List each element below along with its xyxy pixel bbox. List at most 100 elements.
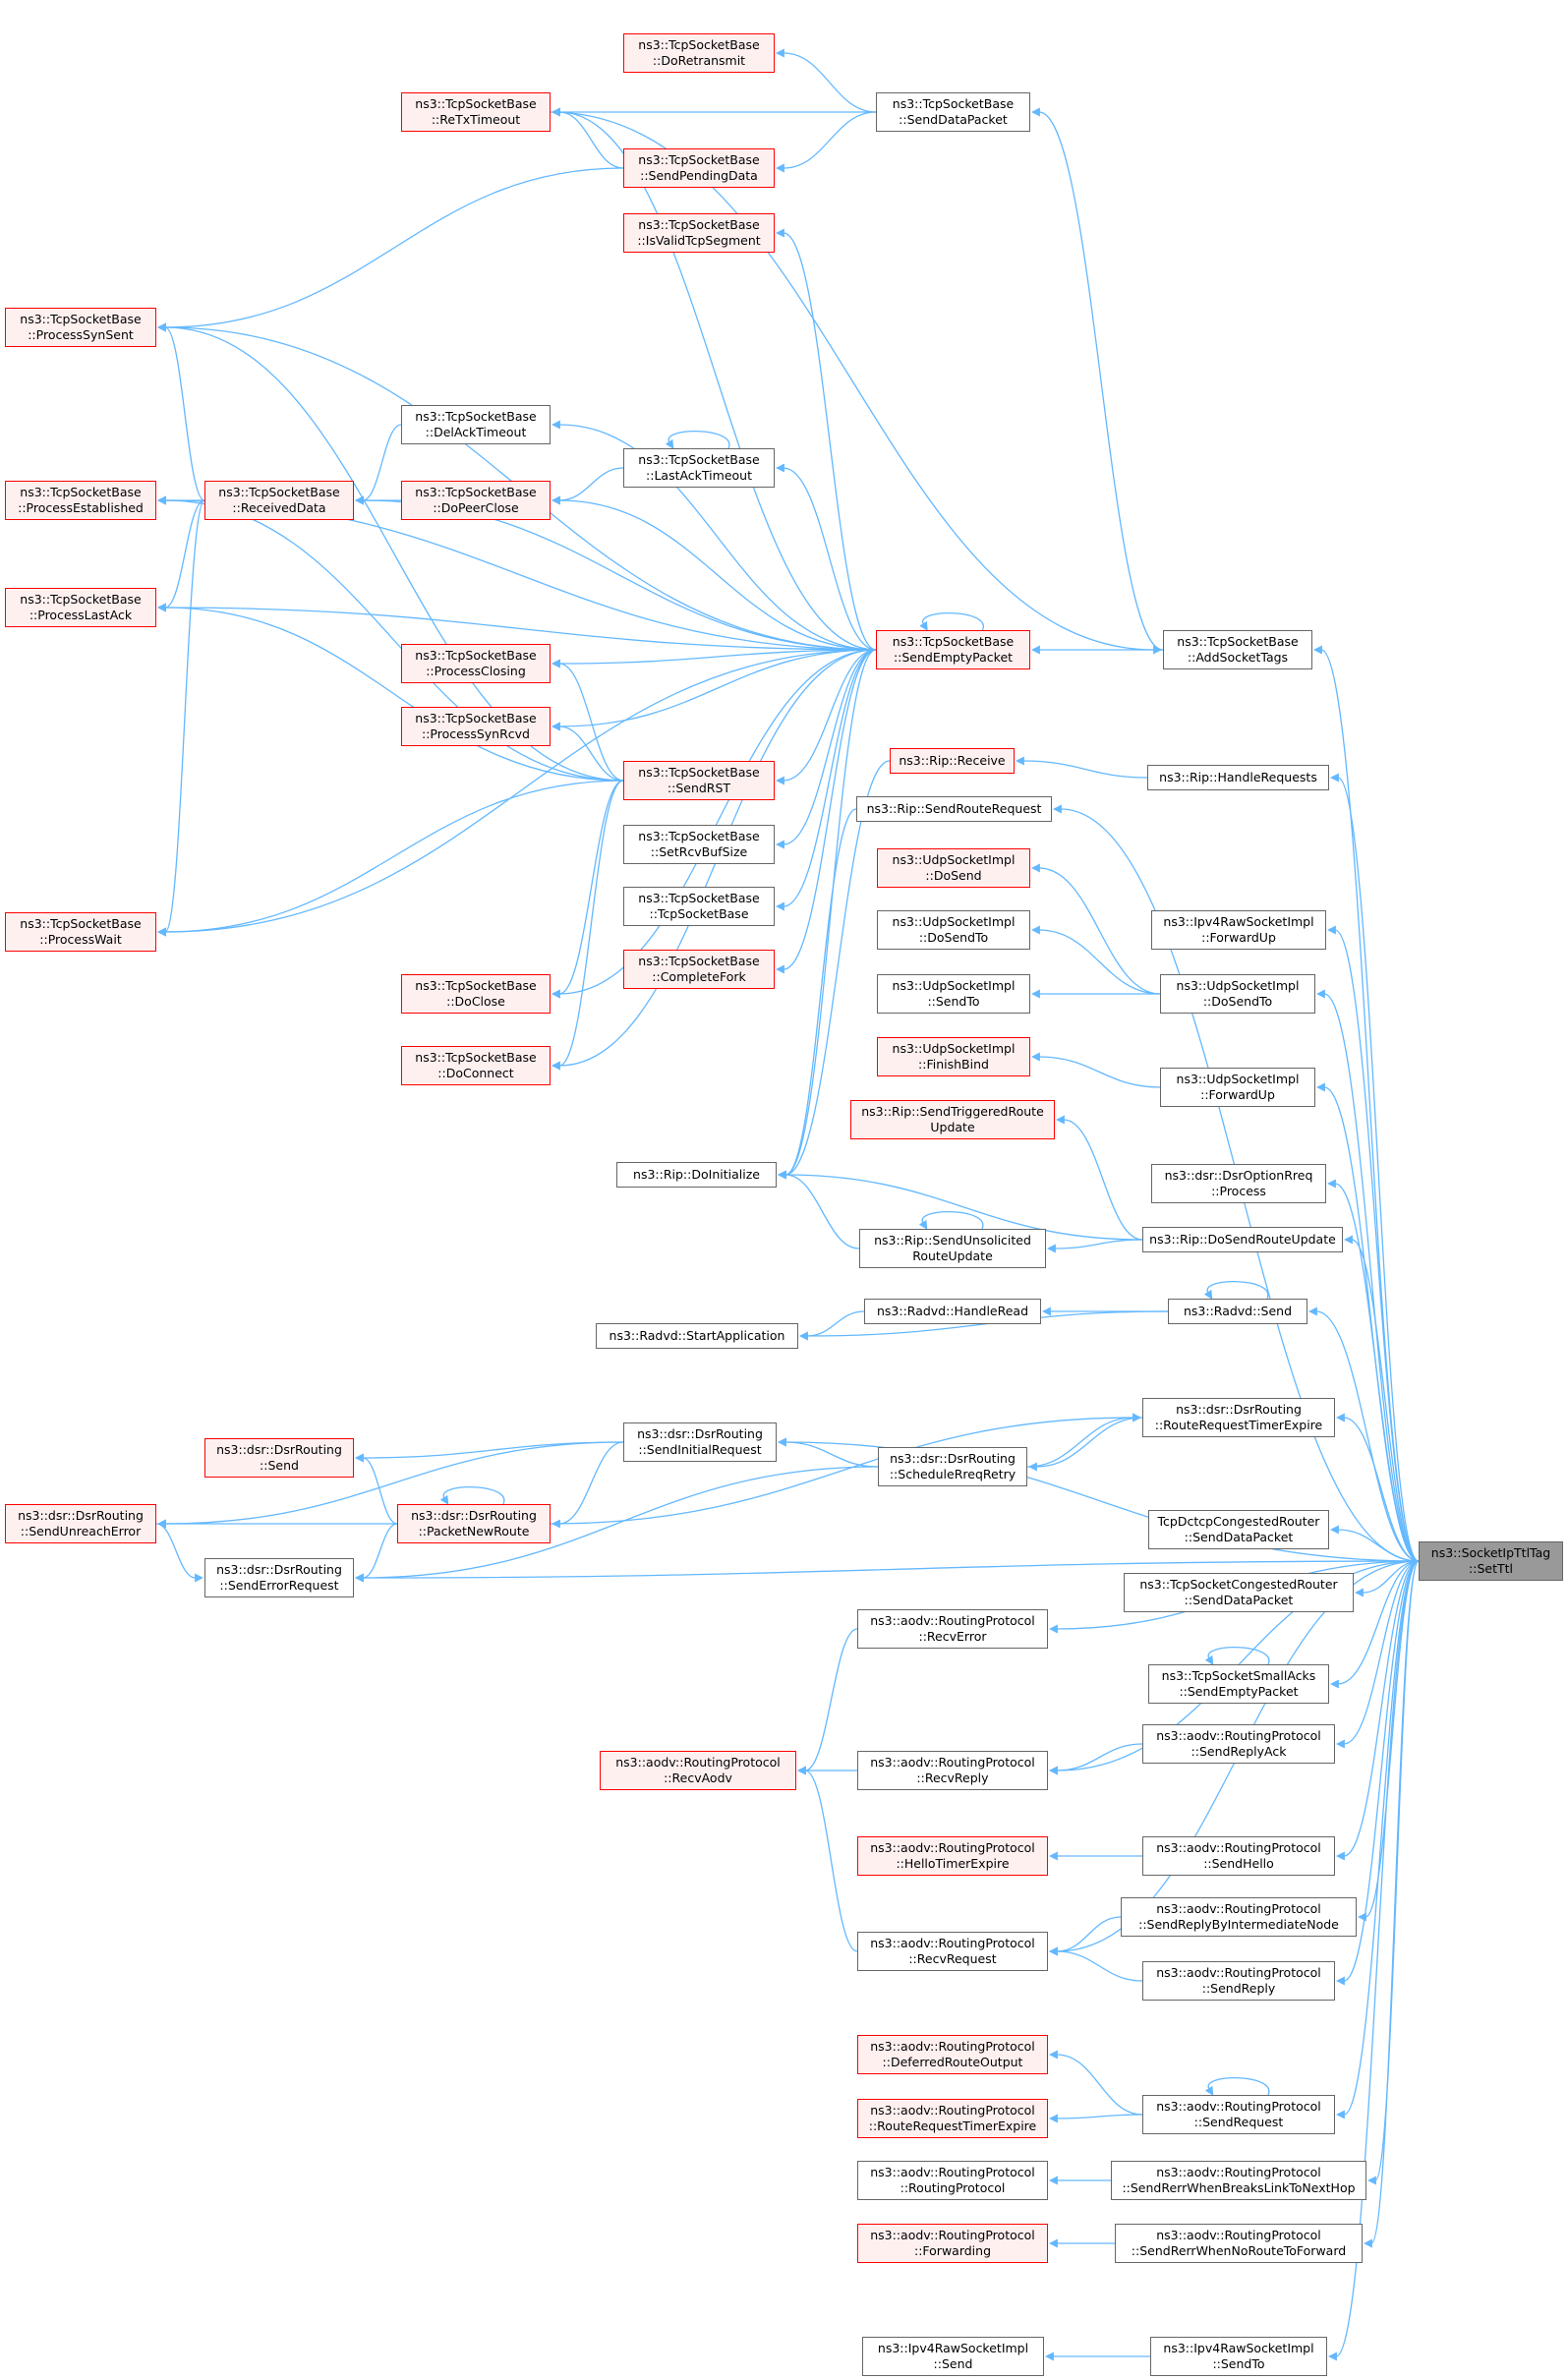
node-tcpsocketbase-processwait[interactable]: ns3::TcpSocketBase::ProcessWait xyxy=(5,912,156,952)
node-ipv4rawsocketimpl-send[interactable]: ns3::Ipv4RawSocketImpl::Send xyxy=(862,2337,1044,2376)
node-tcpsocketbase-doclose[interactable]: ns3::TcpSocketBase::DoClose xyxy=(401,974,551,1014)
node-aodv-recvaodv[interactable]: ns3::aodv::RoutingProtocol::RecvAodv xyxy=(600,1751,796,1790)
node-udpsocketimpl-sendto[interactable]: ns3::UdpSocketImpl::SendTo xyxy=(877,974,1030,1014)
node-label-line1: ns3::TcpSocketBase xyxy=(415,711,537,726)
node-rip-receive[interactable]: ns3::Rip::Receive xyxy=(890,748,1015,774)
node-aodv-deferredrouteoutput[interactable]: ns3::aodv::RoutingProtocol::DeferredRout… xyxy=(857,2035,1048,2074)
node-rip-sendrouterequest[interactable]: ns3::Rip::SendRouteRequest xyxy=(856,796,1052,822)
node-dsrrouting-send[interactable]: ns3::dsr::DsrRouting::Send xyxy=(204,1438,354,1478)
call-edge xyxy=(777,1170,860,1249)
call-edge xyxy=(919,612,984,631)
node-tcpsocketbase-isvalidtcpsegment[interactable]: ns3::TcpSocketBase::IsValidTcpSegment xyxy=(623,213,775,253)
call-edge xyxy=(1343,1235,1420,1562)
node-aodv-routingprotocol[interactable]: ns3::aodv::RoutingProtocol::RoutingProto… xyxy=(857,2161,1048,2200)
node-aodv-recvrequest[interactable]: ns3::aodv::RoutingProtocol::RecvRequest xyxy=(857,1932,1048,1971)
node-dsrrouting-sendinitialrequest[interactable]: ns3::dsr::DsrRouting::SendInitialRequest xyxy=(623,1422,777,1462)
node-tcpsocketbase-ctor[interactable]: ns3::TcpSocketBase::TcpSocketBase xyxy=(623,887,775,926)
node-tcpsocketbase-setrcvbufsize[interactable]: ns3::TcpSocketBase::SetRcvBufSize xyxy=(623,825,775,864)
call-edge xyxy=(775,649,877,849)
node-tcpsocketbase-lastacktimeout[interactable]: ns3::TcpSocketBase::LastAckTimeout xyxy=(623,448,775,488)
node-tcpsocketbase-dopeerclose[interactable]: ns3::TcpSocketBase::DoPeerClose xyxy=(401,481,551,520)
node-tcpsocketbase-receiveddata[interactable]: ns3::TcpSocketBase::ReceivedData xyxy=(204,481,354,520)
node-dsrrouting-senderrorrequest[interactable]: ns3::dsr::DsrRouting::SendErrorRequest xyxy=(204,1558,354,1597)
call-edge xyxy=(551,649,877,999)
node-tcpsocketbase-sendpendingdata[interactable]: ns3::TcpSocketBase::SendPendingData xyxy=(623,148,775,188)
node-socketipttltag-setttl[interactable]: ns3::SocketIpTtlTag::SetTtl xyxy=(1419,1541,1563,1581)
node-tcpsocketbase-doconnect[interactable]: ns3::TcpSocketBase::DoConnect xyxy=(401,1046,551,1085)
node-tcpsocketbase-completefork[interactable]: ns3::TcpSocketBase::CompleteFork xyxy=(623,950,775,989)
node-label-line1: ns3::aodv::RoutingProtocol xyxy=(870,2103,1035,2118)
node-label-line2: ::DelAckTimeout xyxy=(425,425,527,439)
node-aodv-sendreply[interactable]: ns3::aodv::RoutingProtocol::SendReply xyxy=(1142,1961,1335,2001)
node-aodv-forwarding[interactable]: ns3::aodv::RoutingProtocol::Forwarding xyxy=(857,2224,1048,2263)
node-aodv-sendrequest[interactable]: ns3::aodv::RoutingProtocol::SendRequest xyxy=(1142,2095,1335,2134)
node-aodv-hellotimerexpire[interactable]: ns3::aodv::RoutingProtocol::HelloTimerEx… xyxy=(857,1836,1048,1876)
node-label-line1: ns3::Rip::DoInitialize xyxy=(633,1167,760,1182)
node-aodv-sendreplybyintermediatenode[interactable]: ns3::aodv::RoutingProtocol::SendReplyByI… xyxy=(1121,1897,1357,1937)
node-label-line1: ns3::dsr::DsrRouting xyxy=(216,1562,342,1577)
call-edge xyxy=(1055,1115,1143,1241)
node-label-line1: ns3::Rip::DoSendRouteUpdate xyxy=(1149,1232,1336,1247)
node-tcpsocketbase-retxtimeout[interactable]: ns3::TcpSocketBase::ReTxTimeout xyxy=(401,92,551,132)
node-tcpsocketsmallacks-sendemptypacket[interactable]: ns3::TcpSocketSmallAcks::SendEmptyPacket xyxy=(1148,1664,1329,1704)
node-tcpsocketcongestedrouter-senddatapacket[interactable]: ns3::TcpSocketCongestedRouter::SendDataP… xyxy=(1124,1573,1354,1612)
node-label-line1: ns3::dsr::DsrRouting xyxy=(1176,1402,1302,1417)
node-dsroptionrreq-process[interactable]: ns3::dsr::DsrOptionRreq::Process xyxy=(1151,1164,1326,1203)
node-dsrrouting-routerequesttimerexpire[interactable]: ns3::dsr::DsrRouting::RouteRequestTimerE… xyxy=(1142,1398,1335,1437)
node-tcpsocketbase-addsockettags[interactable]: ns3::TcpSocketBase::AddSocketTags xyxy=(1163,630,1312,669)
node-aodv-sendrerrwhenbreakslinktonexthop[interactable]: ns3::aodv::RoutingProtocol::SendRerrWhen… xyxy=(1111,2161,1366,2200)
node-tcpsocketbase-processsynrcvd[interactable]: ns3::TcpSocketBase::ProcessSynRcvd xyxy=(401,707,551,746)
node-label-line1: ns3::Rip::SendTriggeredRoute xyxy=(861,1104,1044,1119)
node-dsrrouting-packetnewroute[interactable]: ns3::dsr::DsrRouting::PacketNewRoute xyxy=(397,1504,551,1543)
node-label-line1: ns3::aodv::RoutingProtocol xyxy=(1156,1728,1321,1743)
node-aodv-routerequesttimerexpire[interactable]: ns3::aodv::RoutingProtocol::RouteRequest… xyxy=(857,2099,1048,2138)
node-tcpsocketbase-sendrst[interactable]: ns3::TcpSocketBase::SendRST xyxy=(623,761,775,800)
node-tcpsocketbase-processlastack[interactable]: ns3::TcpSocketBase::ProcessLastAck xyxy=(5,588,156,627)
node-udpsocketimpl-dosendto-caller[interactable]: ns3::UdpSocketImpl::DoSendTo xyxy=(877,910,1030,950)
node-dsrrouting-sendunreacherror[interactable]: ns3::dsr::DsrRouting::SendUnreachError xyxy=(5,1504,156,1543)
node-udpsocketimpl-dosend[interactable]: ns3::UdpSocketImpl::DoSend xyxy=(877,848,1030,888)
call-edge xyxy=(798,1310,865,1341)
node-aodv-recverror[interactable]: ns3::aodv::RoutingProtocol::RecvError xyxy=(857,1609,1048,1649)
node-radvd-handleread[interactable]: ns3::Radvd::HandleRead xyxy=(864,1299,1041,1324)
node-label-line2: ::SendHello xyxy=(1203,1856,1274,1871)
node-label-line1: ns3::dsr::DsrRouting xyxy=(637,1426,763,1441)
node-udpsocketimpl-dosendto[interactable]: ns3::UdpSocketImpl::DoSendTo xyxy=(1160,974,1315,1014)
node-radvd-send[interactable]: ns3::Radvd::Send xyxy=(1168,1299,1307,1324)
node-rip-doinitialize[interactable]: ns3::Rip::DoInitialize xyxy=(616,1162,777,1188)
node-tcpsocketbase-doretransmit[interactable]: ns3::TcpSocketBase::DoRetransmit xyxy=(623,33,775,73)
node-tcpdctcpcongestedrouter-senddatapacket[interactable]: TcpDctcpCongestedRouter::SendDataPacket xyxy=(1148,1510,1329,1549)
node-tcpsocketbase-sendemptypacket[interactable]: ns3::TcpSocketBase::SendEmptyPacket xyxy=(876,630,1030,669)
node-tcpsocketbase-processestablished[interactable]: ns3::TcpSocketBase::ProcessEstablished xyxy=(5,481,156,520)
node-udpsocketimpl-finishbind[interactable]: ns3::UdpSocketImpl::FinishBind xyxy=(877,1037,1030,1076)
node-aodv-recvreply[interactable]: ns3::aodv::RoutingProtocol::RecvReply xyxy=(857,1751,1048,1790)
node-ipv4rawsocketimpl-forwardup[interactable]: ns3::Ipv4RawSocketImpl::ForwardUp xyxy=(1151,910,1326,950)
node-label-line2: ::SendDataPacket xyxy=(1184,1593,1294,1607)
node-rip-handlerequests[interactable]: ns3::Rip::HandleRequests xyxy=(1147,765,1329,790)
node-tcpsocketbase-processsynsent[interactable]: ns3::TcpSocketBase::ProcessSynSent xyxy=(5,308,156,347)
node-aodv-sendreplyack[interactable]: ns3::aodv::RoutingProtocol::SendReplyAck xyxy=(1142,1724,1335,1764)
node-ipv4rawsocketimpl-sendto[interactable]: ns3::Ipv4RawSocketImpl::SendTo xyxy=(1150,2337,1327,2376)
node-tcpsocketbase-senddatapacket[interactable]: ns3::TcpSocketBase::SendDataPacket xyxy=(876,92,1030,132)
node-label-line1: ns3::Ipv4RawSocketImpl xyxy=(1163,2341,1314,2355)
node-label-line2: ::DoPeerClose xyxy=(433,500,519,515)
node-label-line2: ::SendRerrWhenBreaksLinkToNextHop xyxy=(1122,2180,1356,2195)
node-udpsocketimpl-forwardup[interactable]: ns3::UdpSocketImpl::ForwardUp xyxy=(1160,1068,1315,1107)
call-edge xyxy=(1048,1946,1143,1982)
node-radvd-startapplication[interactable]: ns3::Radvd::StartApplication xyxy=(596,1323,798,1349)
call-edge xyxy=(156,603,877,651)
node-label-line1: ns3::Rip::SendRouteRequest xyxy=(866,801,1042,816)
call-edge xyxy=(550,1413,1142,1525)
call-edge xyxy=(156,322,205,501)
node-rip-dosendrouteupdate[interactable]: ns3::Rip::DoSendRouteUpdate xyxy=(1142,1227,1343,1252)
node-aodv-sendrerrwhennoroutetoforward[interactable]: ns3::aodv::RoutingProtocol::SendRerrWhen… xyxy=(1115,2224,1363,2263)
node-label-line2: ::Process xyxy=(1211,1184,1266,1198)
node-aodv-sendhello[interactable]: ns3::aodv::RoutingProtocol::SendHello xyxy=(1142,1836,1335,1876)
node-dsrrouting-schedulerreqretry[interactable]: ns3::dsr::DsrRouting::ScheduleRreqRetry xyxy=(878,1447,1027,1486)
node-tcpsocketbase-processclosing[interactable]: ns3::TcpSocketBase::ProcessClosing xyxy=(401,644,551,683)
node-tcpsocketbase-delacktimeout[interactable]: ns3::TcpSocketBase::DelAckTimeout xyxy=(401,405,551,444)
node-label-line1: ns3::dsr::DsrRouting xyxy=(18,1508,144,1523)
node-label-line2: ::ProcessSynRcvd xyxy=(422,726,530,741)
